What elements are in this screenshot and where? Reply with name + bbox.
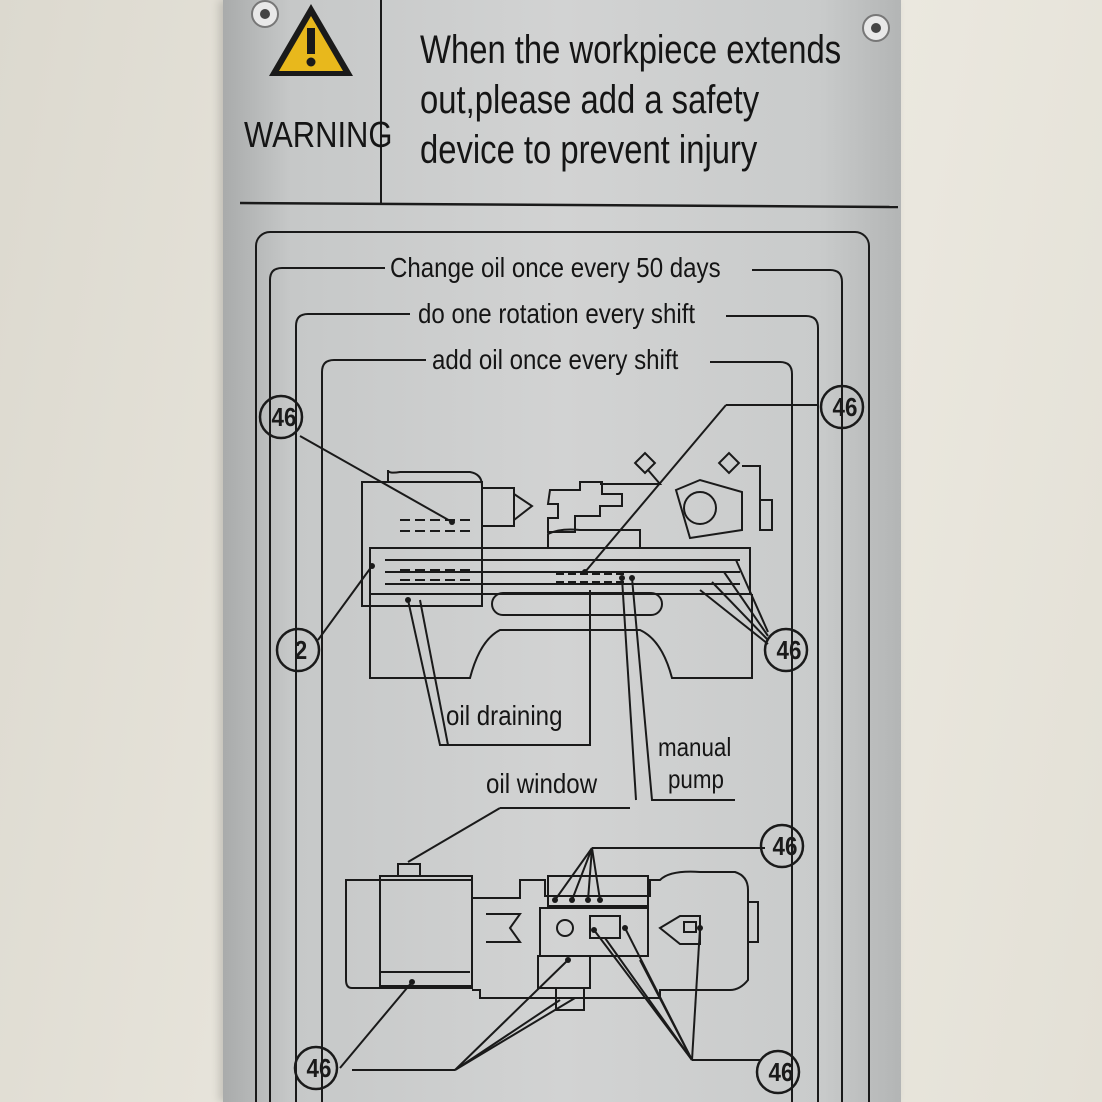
lathe-lubrication-plate [223, 0, 901, 1102]
oil-grade-badge-bottom-left: 46 [306, 1053, 332, 1083]
interval-50-days-label: Change oil once every 50 days [390, 252, 721, 283]
oil-grade-badge-right-lower: 46 [772, 831, 798, 861]
oil-grade-badge-right-mid: 46 [776, 635, 802, 665]
manual-pump-label-line-1: manual [658, 732, 732, 762]
oil-draining-label: oil draining [446, 700, 563, 731]
warning-triangle-icon [269, 4, 353, 76]
oil-window-label: oil window [486, 768, 598, 799]
screw-icon [251, 0, 890, 42]
oil-grade-badge-left-mid: 2 [294, 635, 308, 665]
warning-message-line-3: device to prevent injury [420, 128, 758, 172]
warning-message-line-1: When the workpiece extends [420, 28, 842, 72]
oil-grade-badge-bottom-right: 46 [768, 1057, 794, 1087]
interval-rotation-label: do one rotation every shift [418, 298, 696, 329]
interval-add-oil-label: add oil once every shift [432, 344, 679, 375]
warning-label: WARNING [244, 114, 393, 155]
warning-message-line-2: out,please add a safety [420, 78, 760, 122]
manual-pump-label-line-2: pump [668, 764, 724, 794]
oil-grade-badge-top-left: 46 [271, 402, 297, 432]
oil-grade-badge-top-right: 46 [832, 392, 858, 422]
